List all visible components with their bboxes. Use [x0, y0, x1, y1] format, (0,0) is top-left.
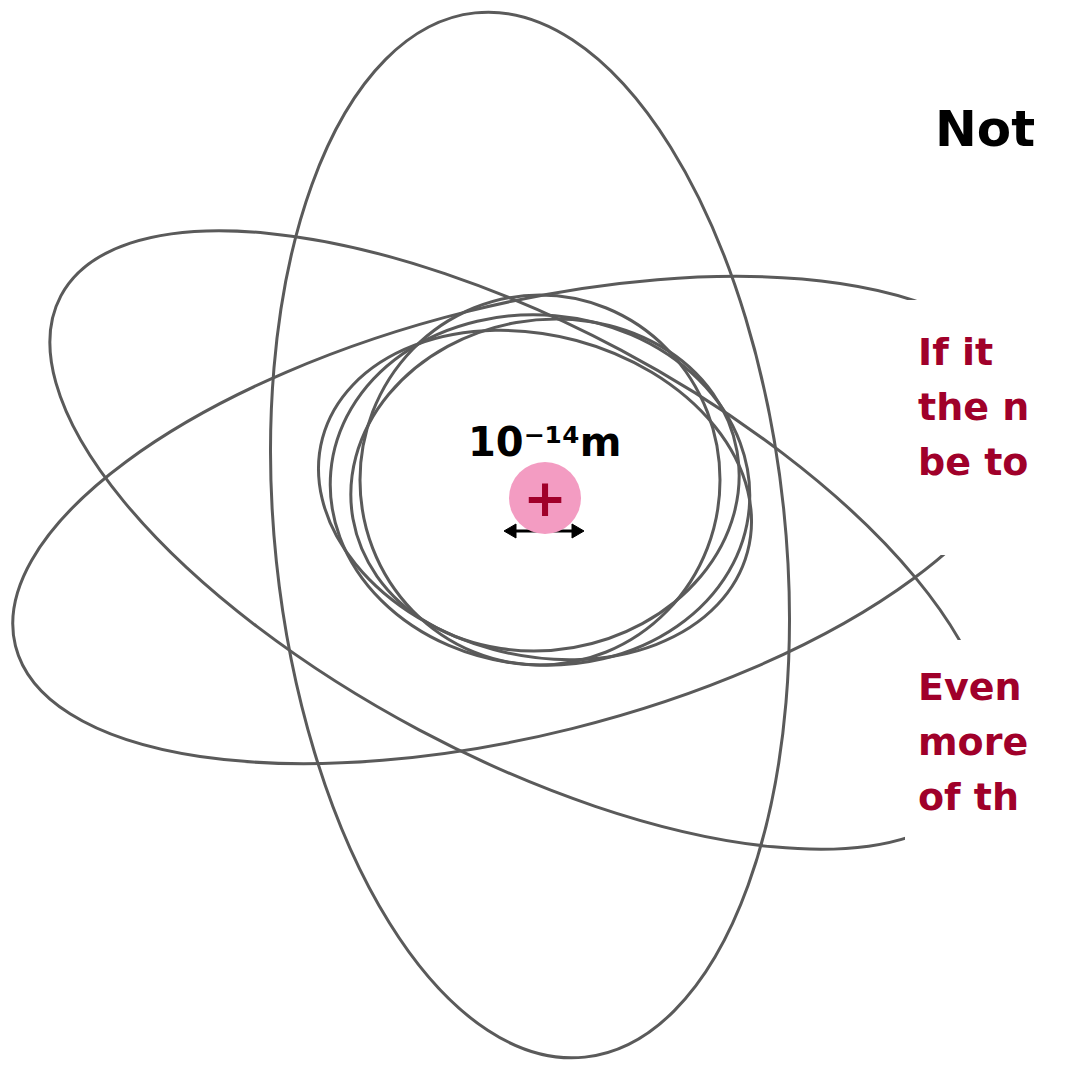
note-panel — [905, 300, 1080, 555]
orbit — [281, 284, 789, 707]
dimension-label: 10⁻¹⁴m — [468, 418, 622, 466]
charge-sign: + — [509, 462, 581, 534]
note-heading: Not — [935, 100, 1035, 158]
note-text: If it the n be to — [918, 325, 1070, 490]
note-text: Even more of th — [918, 660, 1070, 825]
note-panel — [915, 80, 1080, 190]
arrow-head — [504, 524, 516, 538]
orbit — [316, 297, 765, 682]
nucleus-circle: + — [509, 462, 581, 534]
orbit — [222, 0, 839, 1067]
note-panel — [905, 640, 1080, 890]
arrow-head — [572, 524, 584, 538]
nucleus-disc — [509, 462, 581, 534]
orbit — [0, 106, 1080, 974]
orbit — [360, 295, 720, 665]
